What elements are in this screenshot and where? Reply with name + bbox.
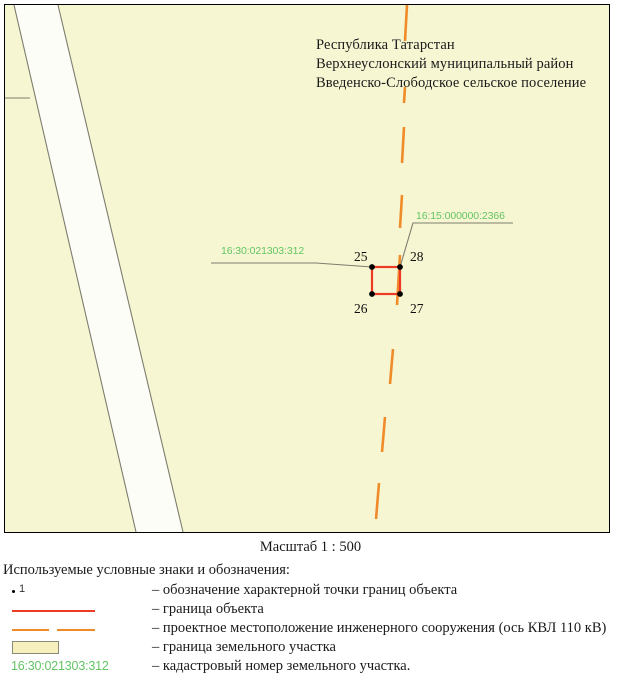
object-boundary-rect xyxy=(370,265,402,296)
cadastral-label-left: 16:30:021303:312 xyxy=(221,245,305,257)
solid-red-line-icon xyxy=(12,610,95,612)
leader-line-left xyxy=(211,262,373,268)
legend-row-object-boundary: – граница объекта xyxy=(3,601,618,620)
legend-symbol-solid-red-line xyxy=(8,601,148,620)
point-label-25: 25 xyxy=(354,249,368,264)
legend-row-characteristic-point: 1 – обозначение характерной точки границ… xyxy=(3,582,618,601)
parcel-fill-box-icon xyxy=(12,641,59,654)
vertex-28 xyxy=(397,264,403,270)
point-label-28: 28 xyxy=(410,249,424,264)
map-frame: Республика Татарстан Верхнеуслонский мун… xyxy=(4,4,610,533)
legend-desc-object-boundary: – граница объекта xyxy=(152,601,264,617)
legend-symbol-parcel-box xyxy=(8,639,148,658)
vertex-25 xyxy=(369,264,375,270)
map-canvas xyxy=(5,5,513,532)
legend-row-cadastral-number: 16:30:021303:312 – кадастровый номер зем… xyxy=(3,658,618,677)
dashed-orange-line-icon xyxy=(12,629,49,631)
point-marker-icon xyxy=(12,590,15,593)
leader-line-right xyxy=(399,222,513,268)
legend-desc-engineering-line: – проектное местоположение инженерного с… xyxy=(152,620,607,636)
legend-title: Используемые условные знаки и обозначени… xyxy=(3,562,290,578)
vertex-27 xyxy=(397,291,403,297)
characteristic-points xyxy=(369,264,403,297)
vertex-26 xyxy=(369,291,375,297)
point-label-27: 27 xyxy=(410,301,424,316)
legend-desc-characteristic-point: – обозначение характерной точки границ о… xyxy=(152,582,458,598)
legend-desc-parcel-boundary: – граница земельного участка xyxy=(152,639,336,655)
legend-symbol-cadastral-number: 16:30:021303:312 xyxy=(8,658,148,677)
engineering-line-dashes xyxy=(374,5,409,520)
scale-caption: Масштаб 1 : 500 xyxy=(259,539,362,555)
road-edge-left xyxy=(13,5,137,532)
dashed-orange-line-icon-second xyxy=(57,629,95,631)
legend-row-parcel-boundary: – граница земельного участка xyxy=(3,639,618,658)
point-marker-number: 1 xyxy=(19,583,26,595)
legend-row-engineering-line: – проектное местоположение инженерного с… xyxy=(3,620,618,639)
cadastral-number-sample: 16:30:021303:312 xyxy=(11,659,109,673)
road-corridor xyxy=(14,5,183,532)
road-edge-right xyxy=(57,5,184,532)
point-label-26: 26 xyxy=(354,301,368,316)
cadastral-label-right: 16:15:000000:2366 xyxy=(416,210,505,222)
legend-desc-cadastral-number: – кадастровый номер земельного участка. xyxy=(152,658,411,674)
legend-symbol-dashed-orange-line xyxy=(8,620,148,639)
legend-symbol-point: 1 xyxy=(8,582,148,601)
legend: Используемые условные знаки и обозначени… xyxy=(3,562,618,677)
